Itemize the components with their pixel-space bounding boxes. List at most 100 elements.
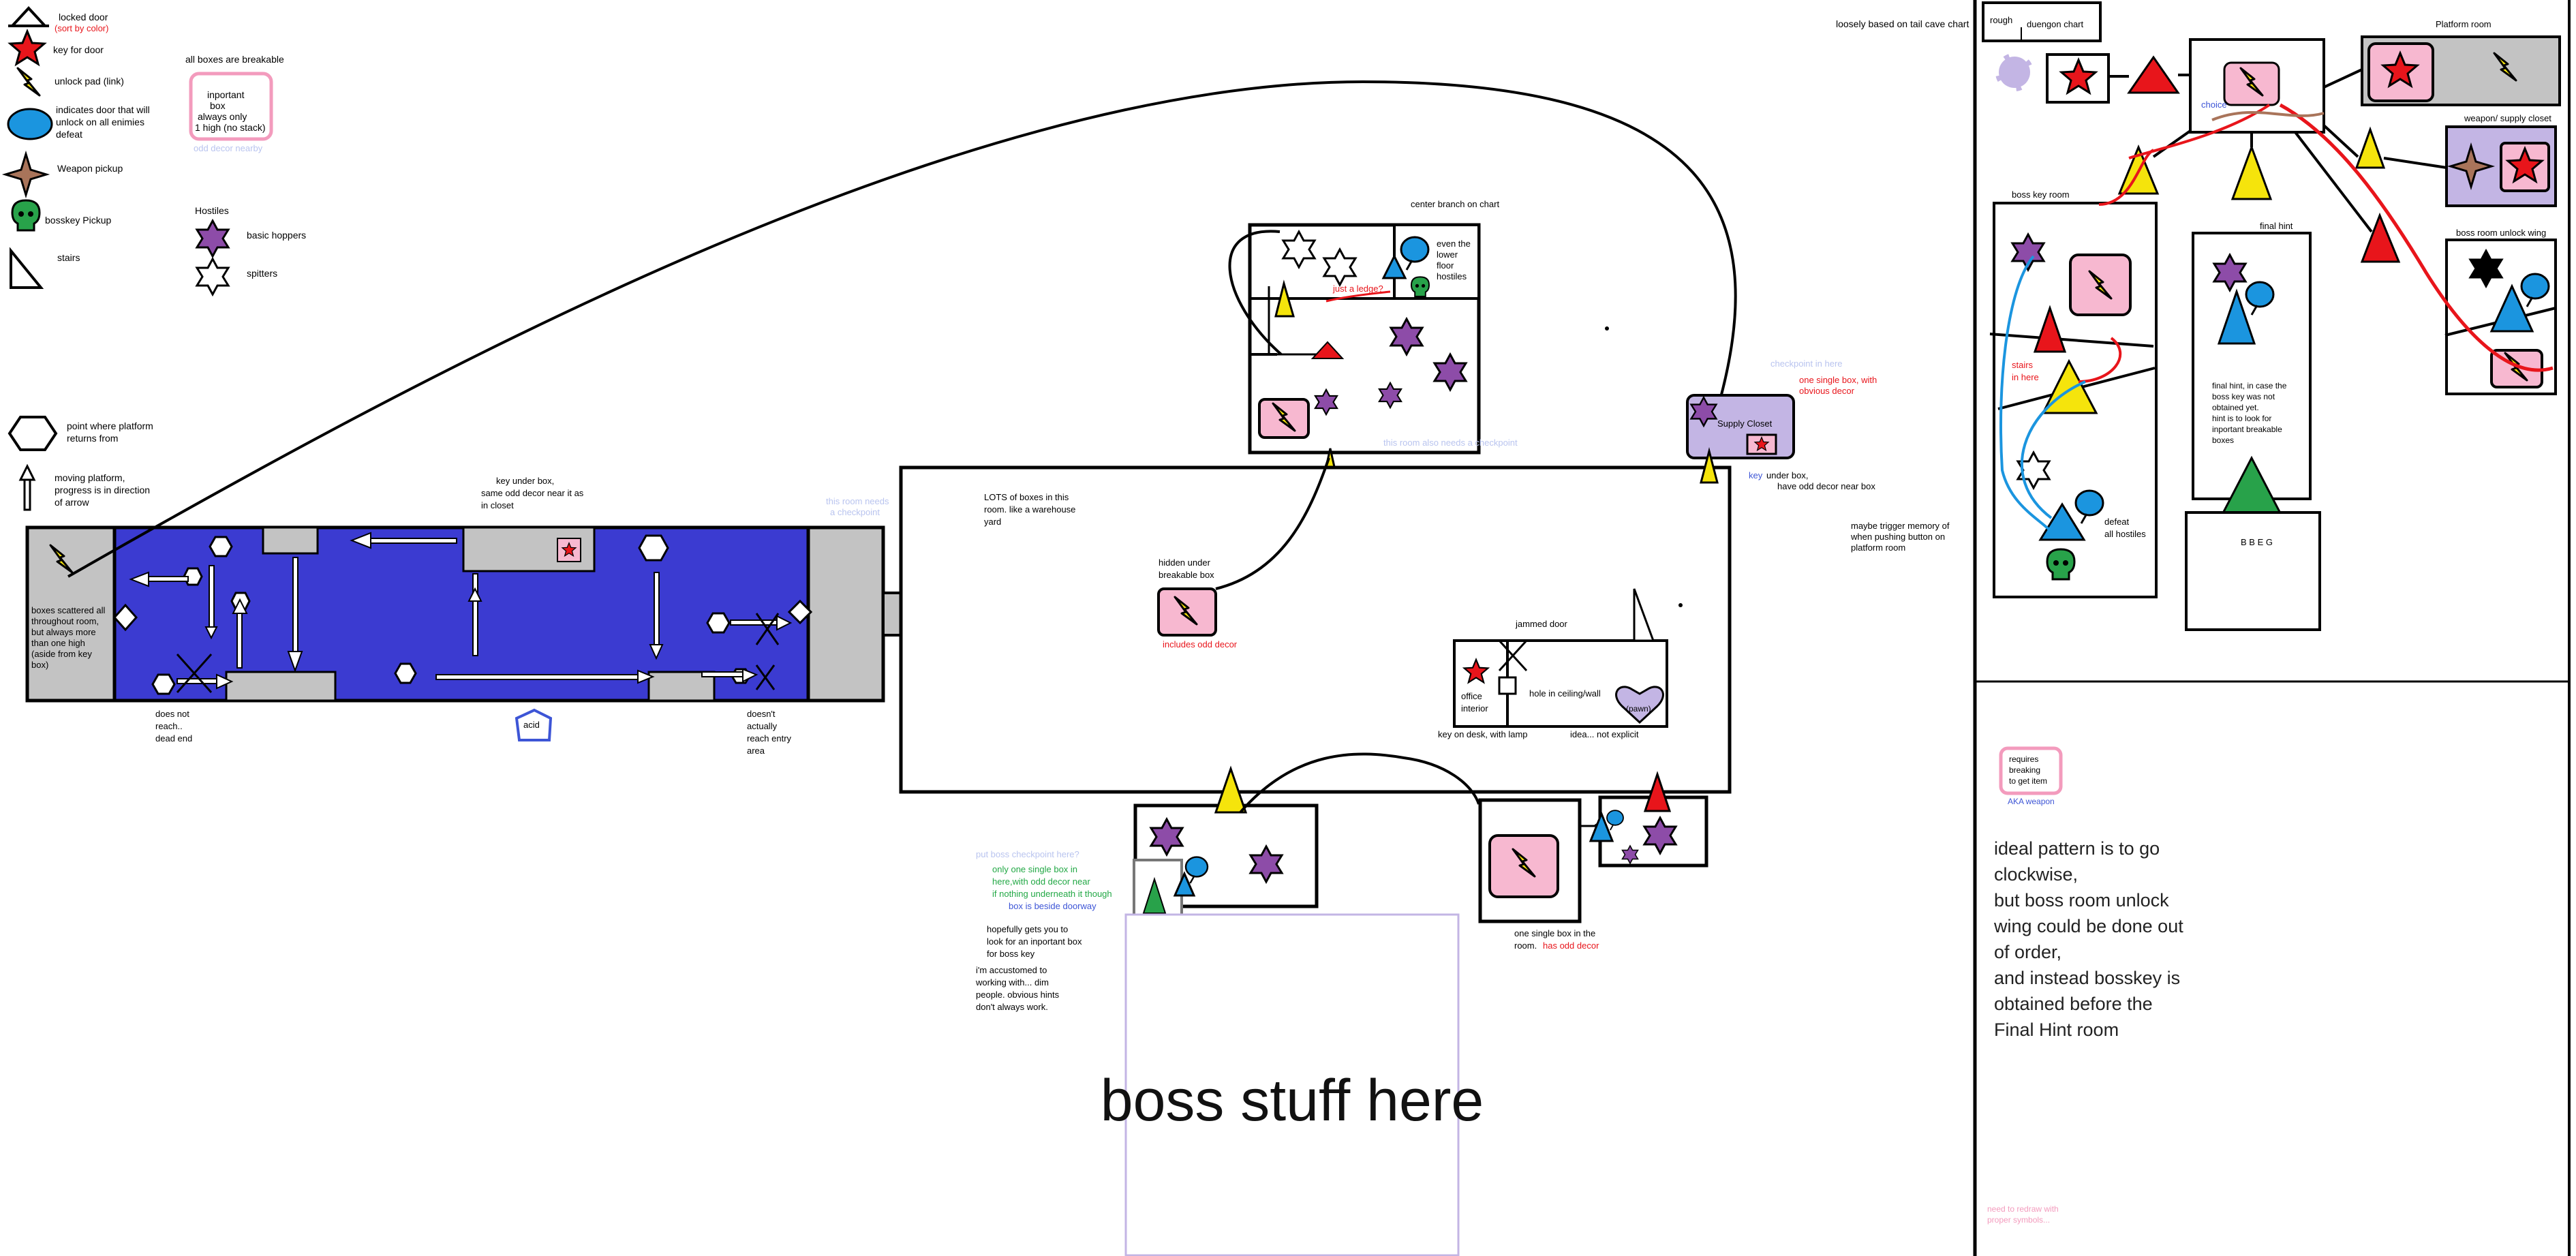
locked-door-icon — [2230, 144, 2273, 200]
ideal-4: wing could be done out — [1993, 916, 2183, 936]
platform-arrows — [129, 532, 793, 690]
boxes-note-6: box) — [31, 660, 48, 670]
locked-door-icon — [1643, 771, 1672, 812]
lower-floor-3: floor — [1437, 260, 1454, 271]
single-box-2: room. — [1514, 940, 1537, 951]
dead-end-1: does not — [155, 709, 189, 719]
loosely-based: loosely based on tail cave chart — [1836, 18, 1969, 29]
legend-important-4: 1 high (no stack) — [195, 122, 266, 133]
bosskey-icon — [11, 199, 41, 232]
platform-point-icon — [706, 612, 731, 634]
accustomed-1: i'm accustomed to — [976, 965, 1047, 975]
boss-label: boss stuff here — [1101, 1068, 1484, 1133]
chart-boss-key-room: boss key room — [2012, 189, 2070, 200]
lower-floor-room — [1393, 224, 1480, 300]
final-hint-2: boss key was not — [2212, 392, 2275, 401]
locked-door-icon — [8, 6, 49, 27]
chart-choice: choice — [2201, 99, 2227, 110]
platform-point-icon — [151, 673, 176, 695]
legend-unlock-pad: unlock pad (link) — [55, 76, 124, 87]
dead-end-2: reach.. — [155, 721, 183, 731]
legend-moving-3: of arrow — [55, 497, 89, 508]
warehouse-2: room. like a warehouse — [984, 504, 1075, 515]
dead-end-ledge — [225, 671, 337, 702]
locked-door-icon — [1274, 279, 1295, 318]
key-under: under box, — [1766, 470, 1808, 480]
legend-moving-2: progress is in direction — [55, 485, 150, 495]
legend-boxes-title: all boxes are breakable — [185, 54, 284, 65]
ledge-block — [262, 526, 319, 555]
ideal-1: ideal pattern is to go — [1994, 838, 2160, 859]
enemy-door-icon — [7, 108, 53, 140]
boss-checkpoint-q: put boss checkpoint here? — [976, 849, 1079, 859]
ideal-3: but boss room unlock — [1994, 890, 2169, 910]
chart-rough: rough — [1990, 15, 2012, 25]
lower-rooms: boss stuff here put boss checkpoint here… — [975, 752, 1708, 1256]
includes-decor: includes odd decor — [1163, 639, 1238, 649]
warehouse-3: yard — [984, 517, 1001, 527]
locked-door-icon — [2360, 212, 2401, 263]
boxes-note-5: (aside from key — [31, 649, 92, 659]
important-box-icon — [189, 72, 273, 141]
platform-point-icon — [638, 534, 669, 562]
unlock-pad-icon — [16, 67, 41, 97]
has-decor: has odd decor — [1543, 940, 1599, 951]
memory-1: maybe trigger memory of — [1851, 521, 1950, 531]
hopper-icon — [196, 219, 230, 258]
platform-point-icon — [7, 416, 58, 451]
boss-area — [1124, 913, 1460, 1256]
chart-boss-unlock: boss room unlock wing — [2456, 228, 2546, 238]
legend-hostiles: Hostiles — [195, 205, 229, 216]
chart-platform-room: Platform room — [2436, 19, 2491, 29]
enemy-door-icon — [1381, 254, 1407, 279]
lower-floor-4: hostiles — [1437, 271, 1467, 281]
key-star-icon — [9, 30, 46, 65]
spitter-icon — [196, 258, 230, 296]
ideal-8: Final Hint room — [1994, 1020, 2119, 1040]
stairs-icon — [10, 247, 44, 289]
legend-bosskey: bosskey Pickup — [45, 215, 111, 226]
weapon-pickup-icon — [4, 153, 48, 196]
center-branch: just a ledge? center branch on chart eve… — [1228, 199, 1518, 487]
one-box-2: obvious decor — [1799, 386, 1855, 396]
enemy-door-icon — [1173, 871, 1196, 897]
chart-bbeg: B B E G — [2241, 537, 2273, 547]
final-hint-5: inportant breakable — [2212, 425, 2282, 434]
office-1: office — [1461, 691, 1482, 701]
chart-defeat-1: defeat — [2104, 517, 2130, 527]
legend-important-3: always only — [198, 111, 247, 122]
aka-weapon: AKA weapon — [2008, 797, 2055, 806]
key-note-2: same odd decor near it as — [481, 488, 584, 498]
legend-odd-decor: odd decor nearby — [194, 143, 263, 153]
boxes-note-4: than one high — [31, 638, 85, 648]
single-box-1: one single box in the — [1514, 928, 1595, 938]
legend-sort-by-color: (sort by color) — [55, 23, 108, 33]
hidden-box-1: hidden under — [1159, 557, 1211, 568]
requires-3: to get item — [2009, 776, 2047, 786]
legend-key-for-door: key for door — [53, 44, 104, 55]
legend-spitters: spitters — [247, 268, 277, 279]
if-note: if nothing underneath it though — [992, 889, 1112, 899]
hopefully-1: hopefully gets you to — [987, 924, 1068, 934]
legend-moving-1: moving platform, — [55, 472, 125, 483]
final-hint-3: obtained yet. — [2212, 403, 2259, 412]
locked-door-icon — [1214, 765, 1248, 814]
legend-important-2: box — [210, 100, 226, 111]
ideal-2: clockwise, — [1994, 864, 2078, 885]
ideal-6: and instead bosskey is — [1994, 968, 2180, 988]
key-note-1: key under box, — [496, 476, 554, 486]
closet-label: Supply Closet — [1717, 418, 1773, 429]
diamond-marker — [787, 599, 813, 625]
warehouse-1: LOTS of boxes in this — [984, 492, 1069, 502]
key-desk: key on desk, with lamp — [1438, 729, 1528, 739]
requires-2: breaking — [2009, 765, 2040, 775]
memory-2: when pushing button on — [1850, 532, 1945, 542]
requires-box — [1999, 746, 2063, 795]
box-doorway: box is beside doorway — [1009, 901, 1097, 911]
chart-final-hint: final hint — [2260, 221, 2293, 231]
platform-point-icon — [209, 536, 233, 557]
diamond-marker — [112, 603, 138, 632]
checkpoint-here: checkpoint in here — [1770, 358, 1843, 369]
locked-door-icon — [2033, 305, 2067, 353]
